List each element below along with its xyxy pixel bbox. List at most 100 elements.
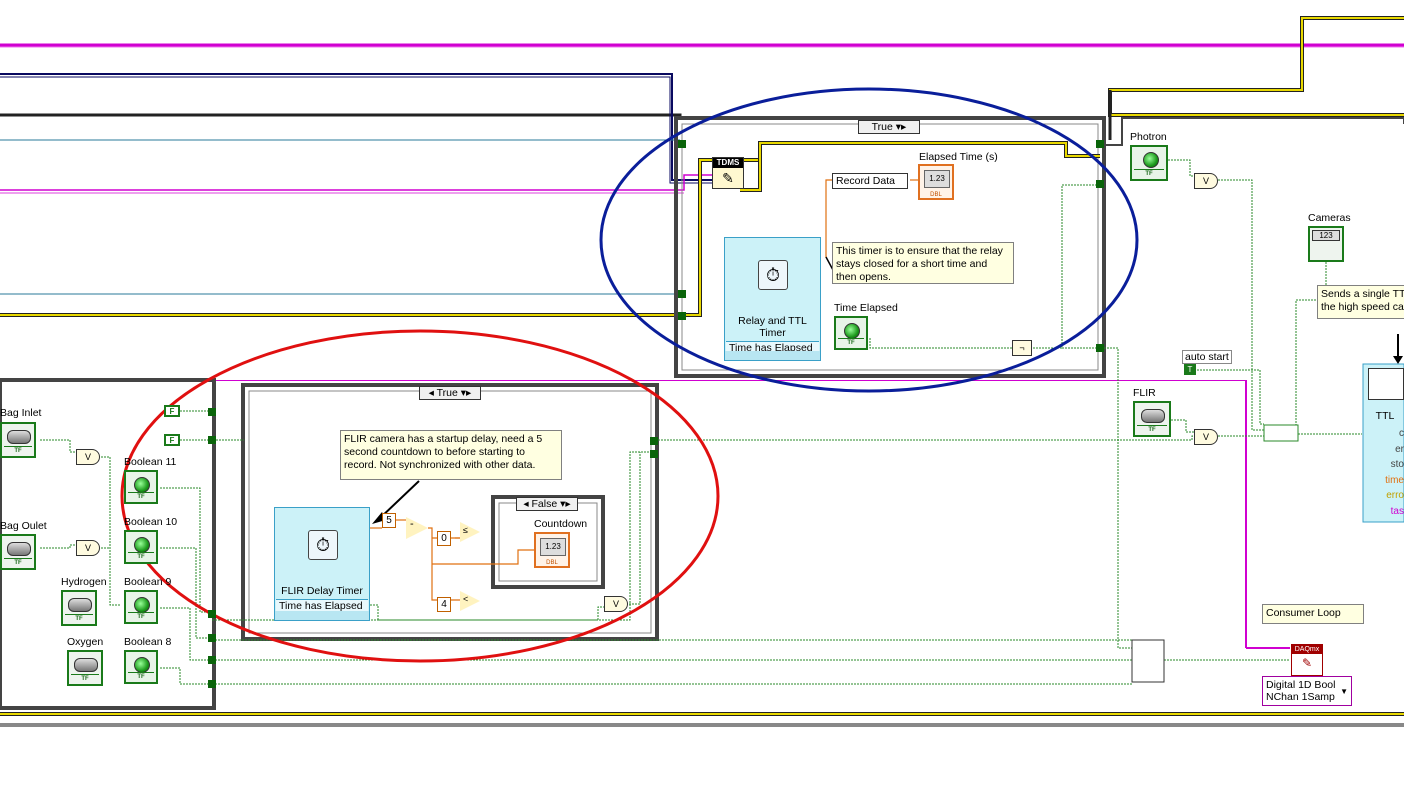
- tunnel: [650, 450, 658, 458]
- less-than-node[interactable]: [460, 591, 480, 611]
- ttl-terminal: time: [1385, 474, 1404, 486]
- led-icon: [134, 597, 150, 613]
- flir-timer-title: FLIR Delay Timer: [281, 585, 363, 597]
- time-elapsed-label: Time Elapsed: [834, 302, 898, 314]
- false-constant[interactable]: F: [164, 405, 180, 417]
- flir-control[interactable]: TF: [1133, 401, 1171, 437]
- pencil-icon: ✎: [722, 170, 734, 186]
- toggle-icon: [68, 598, 92, 612]
- tdms-write-node[interactable]: TDMS ✎: [712, 157, 744, 189]
- hydrogen-control[interactable]: TF: [61, 590, 97, 626]
- case-selector-left[interactable]: ◂ True ▾▸: [419, 386, 481, 400]
- or-gate[interactable]: V: [1194, 173, 1218, 189]
- boolean-8-label: Boolean 8: [124, 636, 172, 648]
- flir-delay-timer-subvi[interactable]: ⏱ FLIR Delay Timer Time has Elapsed: [274, 507, 370, 621]
- led-icon: [844, 323, 860, 339]
- bag-outlet-control[interactable]: TF: [0, 534, 36, 570]
- bag-inlet-control[interactable]: TF: [0, 422, 36, 458]
- tf-label: TF: [4, 446, 32, 455]
- or-gate[interactable]: V: [1194, 429, 1218, 445]
- toggle-icon: [74, 658, 98, 672]
- tunnel: [1096, 344, 1104, 352]
- boolean-10-indicator[interactable]: TF: [124, 530, 158, 564]
- time-elapsed-indicator[interactable]: TF: [834, 316, 868, 350]
- daqmx-mode-text: Digital 1D Bool NChan 1Samp: [1266, 679, 1336, 703]
- case-selector-top[interactable]: True ▾▸: [858, 120, 920, 134]
- flir-timer-output: Time has Elapsed: [276, 599, 368, 613]
- ttl-terminal: sto: [1390, 459, 1404, 470]
- ttl-terminal: erro: [1386, 490, 1404, 501]
- case-selector-inner[interactable]: ◂ False ▾▸: [516, 497, 578, 511]
- constant-4[interactable]: 4: [437, 597, 451, 612]
- less-equal-node[interactable]: [460, 522, 480, 542]
- numeric-display: 1.23: [540, 538, 566, 556]
- ttl-terminal: tas: [1390, 505, 1404, 517]
- not-gate[interactable]: ¬: [1012, 340, 1032, 356]
- or-gate[interactable]: V: [76, 449, 100, 465]
- false-constant[interactable]: F: [164, 434, 180, 446]
- tunnel: [208, 408, 216, 416]
- auto-start-terminal[interactable]: T: [1184, 364, 1196, 375]
- countdown-label: Countdown: [534, 518, 588, 530]
- photron-control[interactable]: TF: [1130, 145, 1168, 181]
- minus-icon: -: [410, 518, 414, 530]
- subtract-node[interactable]: [406, 517, 428, 539]
- boolean-9-label: Boolean 9: [124, 576, 172, 588]
- tunnel: [208, 436, 216, 444]
- yellow-wire-top: [1108, 60, 1404, 117]
- relay-ttl-timer-subvi[interactable]: ⏱ Relay and TTL Timer Time has Elapsed: [724, 237, 821, 361]
- constant-0[interactable]: 0: [437, 531, 451, 546]
- numeric-display: 1.23: [924, 170, 950, 188]
- countdown-indicator[interactable]: 1.23 DBL: [534, 532, 570, 568]
- relay-timer-comment: This timer is to ensure that the relay s…: [832, 242, 1014, 284]
- pencil-icon: ✎: [1301, 656, 1313, 670]
- boolean-9-indicator[interactable]: TF: [124, 590, 158, 624]
- bag-outlet-label: Bag Oulet: [0, 520, 47, 532]
- dbl-type-label: DBL: [546, 560, 558, 566]
- ttl-title: TTL: [1375, 410, 1395, 422]
- daqmx-label: DAQmx: [1292, 645, 1322, 654]
- tf-label: TF: [128, 552, 154, 561]
- or-gate[interactable]: V: [76, 540, 100, 556]
- toggle-icon: [1141, 409, 1165, 423]
- dbl-type-label: DBL: [930, 192, 942, 198]
- daqmx-polymorphic-selector[interactable]: Digital 1D Bool NChan 1Samp ▼: [1262, 676, 1352, 706]
- ttl-comment: Sends a single TTL the high speed ca: [1317, 285, 1404, 319]
- led-icon: [134, 657, 150, 673]
- lt-icon: <: [463, 594, 469, 604]
- tunnel: [208, 680, 216, 688]
- elapsed-time-label: Elapsed Time (s): [919, 151, 998, 163]
- record-data-terminal[interactable]: Record Data: [832, 173, 908, 189]
- tdms-label: TDMS: [713, 158, 743, 168]
- case-structure-top-frame: [674, 116, 1106, 378]
- tunnel: [678, 312, 686, 320]
- constant-5[interactable]: 5: [382, 513, 396, 528]
- tunnel: [678, 290, 686, 298]
- cameras-array-control[interactable]: 123: [1308, 226, 1344, 262]
- oxygen-control[interactable]: TF: [67, 650, 103, 686]
- stopwatch-icon: ⏱: [308, 530, 338, 560]
- ttl-terminal: c: [1399, 428, 1404, 439]
- boolean-11-indicator[interactable]: TF: [124, 470, 158, 504]
- led-icon: [1143, 152, 1159, 168]
- flir-delay-comment: FLIR camera has a startup delay, need a …: [340, 430, 562, 480]
- subvi-footer: [275, 611, 369, 620]
- oxygen-label: Oxygen: [67, 636, 104, 648]
- daqmx-write-node[interactable]: DAQmx ✎: [1291, 644, 1323, 676]
- boolean-8-indicator[interactable]: TF: [124, 650, 158, 684]
- consumer-loop-label: Consumer Loop: [1262, 604, 1364, 624]
- tf-label: TF: [128, 672, 154, 681]
- tunnel: [1096, 140, 1104, 148]
- tf-label: TF: [1137, 425, 1167, 434]
- tunnel: [208, 634, 216, 642]
- toggle-icon: [7, 430, 31, 444]
- tf-label: TF: [838, 338, 864, 347]
- relay-timer-title: Relay and TTL Timer: [738, 315, 807, 339]
- blue-highlight-ellipse: [599, 87, 1139, 393]
- boolean-11-label: Boolean 11: [124, 456, 177, 468]
- subvi-footer: [725, 351, 820, 360]
- case-structure-left-frame: [241, 383, 659, 641]
- or-gate[interactable]: V: [604, 596, 628, 612]
- elapsed-time-indicator[interactable]: 1.23 DBL: [918, 164, 954, 200]
- photron-label: Photron: [1130, 131, 1167, 143]
